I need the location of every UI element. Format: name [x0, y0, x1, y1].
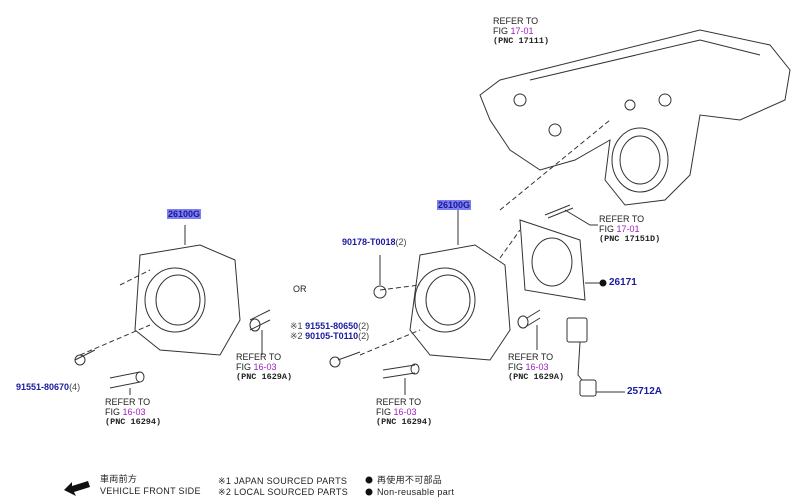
ref-fig-16-03-right-a[interactable]: REFER TO FIG 16-03 (PNC 1629A): [508, 352, 564, 382]
ref-label: REFER TO: [599, 214, 645, 224]
ref-fig-16-03-left-a[interactable]: REFER TO FIG 16-03 (PNC 1629A): [236, 352, 292, 382]
part-bolt-2[interactable]: ※2 90105-T0110(2): [290, 331, 369, 341]
ref-label: REFER TO: [493, 16, 539, 26]
fig-prefix: FIG: [508, 362, 526, 372]
part-bolt-1[interactable]: ※1 91551-80650(2): [290, 321, 369, 331]
ref-label: REFER TO: [236, 352, 282, 362]
part-26100g-right[interactable]: 26100G: [437, 200, 472, 210]
ref-fig-17-01-stud[interactable]: REFER TO FIG 17-01 (PNC 17151D): [599, 214, 660, 244]
pnc: (PNC 17151D): [599, 234, 661, 244]
part-number[interactable]: 91551-80650: [305, 321, 359, 331]
mark: ※1: [290, 321, 303, 331]
part-number[interactable]: 90178-T0018: [342, 237, 396, 247]
ref-fig-16-03-left-b[interactable]: REFER TO FIG 16-03 (PNC 16294): [105, 397, 161, 427]
legend-japan: ※1 JAPAN SOURCED PARTS: [218, 476, 348, 486]
mark: ※2: [290, 331, 303, 341]
fig-prefix: FIG: [493, 26, 511, 36]
fig-link[interactable]: 17-01: [510, 26, 534, 36]
legend-front-jp: 車両前方: [100, 474, 138, 484]
part-qty: (2): [358, 331, 370, 341]
part-gasket[interactable]: 26171: [609, 277, 637, 288]
legend-local: ※2 LOCAL SOURCED PARTS: [218, 487, 349, 497]
legend-nonreuse-jp: 再使用不可部品: [377, 475, 443, 485]
fig-link[interactable]: 17-01: [616, 224, 640, 234]
ref-fig: FIG 17-01: [599, 224, 660, 234]
pnc: (PNC 17111): [493, 36, 550, 46]
ref-fig: FIG 16-03: [236, 362, 292, 372]
ref-fig: FIG 16-03: [508, 362, 564, 372]
part-bolt-left[interactable]: 91551-80670(4): [16, 382, 80, 392]
part-number[interactable]: 90105-T0110: [305, 331, 359, 341]
throttle-body-right-drawing: [329, 204, 625, 397]
ref-label: REFER TO: [508, 352, 554, 362]
part-nut[interactable]: 90178-T0018(2): [342, 237, 407, 247]
ref-label: REFER TO: [376, 397, 422, 407]
part-number[interactable]: 91551-80670: [16, 382, 70, 392]
bullet-icon: [599, 279, 607, 287]
legend-nonreuse-en: Non-reusable part: [377, 487, 455, 497]
or-label: OR: [293, 284, 307, 294]
fig-link[interactable]: 16-03: [253, 362, 277, 372]
ref-fig: FIG 16-03: [376, 407, 432, 417]
fig-prefix: FIG: [236, 362, 254, 372]
legend-front-en: VEHICLE FRONT SIDE: [100, 486, 201, 496]
part-sensor[interactable]: 25712A: [627, 386, 663, 397]
throttle-body-left-drawing: [74, 225, 271, 395]
pnc: (PNC 16294): [376, 417, 433, 427]
part-26100g-left[interactable]: 26100G: [167, 209, 202, 219]
pnc: (PNC 16294): [105, 417, 162, 427]
fig-prefix: FIG: [105, 407, 123, 417]
fig-prefix: FIG: [599, 224, 617, 234]
ref-fig: FIG 16-03: [105, 407, 161, 417]
ref-label: REFER TO: [105, 397, 151, 407]
ref-fig-16-03-right-b[interactable]: REFER TO FIG 16-03 (PNC 16294): [376, 397, 432, 427]
fig-prefix: FIG: [376, 407, 394, 417]
ref-fig: FIG 17-01: [493, 26, 549, 36]
ref-fig-17-01-top[interactable]: REFER TO FIG 17-01 (PNC 17111): [493, 16, 549, 46]
fig-link[interactable]: 16-03: [122, 407, 146, 417]
intake-manifold-drawing: [479, 29, 791, 211]
bullet-icon: [365, 476, 373, 484]
part-qty: (2): [358, 321, 370, 331]
fig-link[interactable]: 16-03: [525, 362, 549, 372]
part-qty: (4): [69, 382, 81, 392]
fig-link[interactable]: 16-03: [393, 407, 417, 417]
bullet-icon: [365, 488, 373, 496]
vehicle-front-arrow-icon: [64, 481, 90, 496]
pnc: (PNC 1629A): [236, 372, 293, 382]
part-qty: (2): [395, 237, 407, 247]
pnc: (PNC 1629A): [508, 372, 565, 382]
